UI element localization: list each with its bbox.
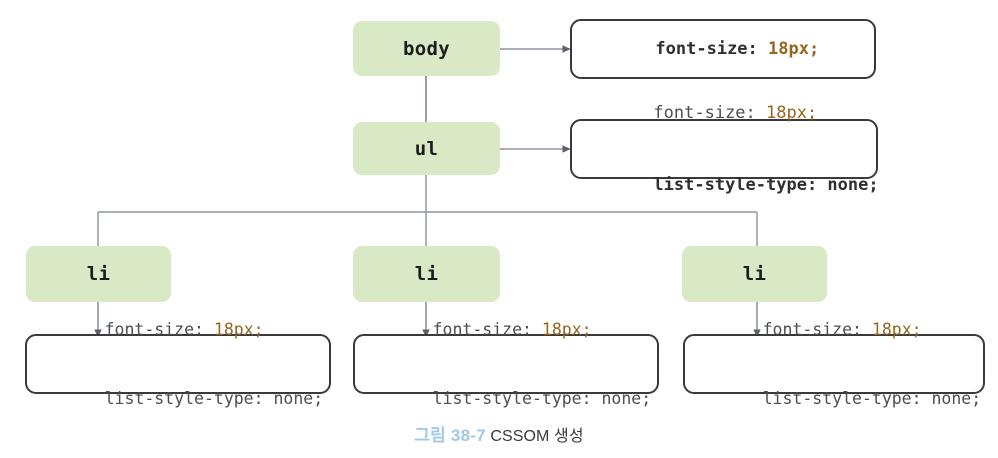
rule-property: font-size:	[104, 320, 214, 339]
rule-line: font-size: 18px;	[45, 295, 311, 364]
rule-line: font-size: 18px;	[703, 295, 965, 364]
rule-value: 18px	[766, 103, 807, 123]
rule-line: list-style-type: none;	[373, 364, 652, 433]
node-li-3[interactable]: li	[682, 246, 827, 302]
rulebox-ul[interactable]: font-size: 18px; list-style-type: none;	[570, 103, 879, 195]
rule-property: font-size:	[762, 320, 872, 339]
figure-number: 그림 38-7	[414, 426, 486, 445]
rulebox-body[interactable]: font-size: 18px;	[570, 19, 876, 79]
node-body[interactable]: body	[353, 21, 500, 76]
node-li-1[interactable]: li	[26, 246, 171, 302]
node-ul[interactable]: ul	[353, 122, 500, 175]
rule-terminator: ;	[808, 39, 820, 59]
rule-terminator: ;	[911, 320, 922, 339]
rule-property: font-size:	[432, 320, 542, 339]
rule-line: list-style-type: none;	[592, 149, 878, 221]
rule-property: font-size:	[653, 103, 767, 123]
rule-property: font-size:	[655, 39, 769, 59]
node-li-2[interactable]: li	[353, 246, 500, 302]
node-li-2-label: li	[414, 263, 439, 285]
rule-property: list-style-type:	[432, 389, 602, 408]
figure-caption: 그림 38-7 CSSOM 생성	[0, 421, 998, 446]
rule-value: 18px	[768, 39, 809, 59]
rule-value: 18px	[871, 320, 912, 339]
node-li-3-label: li	[742, 263, 767, 285]
rule-line: font-size: 18px;	[594, 13, 852, 85]
rule-line: font-size: 18px;	[373, 295, 639, 364]
rule-terminator: none;	[827, 175, 879, 195]
rule-terminator: ;	[806, 103, 818, 123]
rulebox-li-3[interactable]: font-size: 18px; list-style-type: none;	[683, 320, 985, 408]
rule-line: list-style-type: none;	[45, 364, 324, 433]
rule-terminator: none;	[273, 389, 324, 408]
figure-title: CSSOM 생성	[490, 428, 584, 445]
rulebox-li-2[interactable]: font-size: 18px; list-style-type: none;	[353, 320, 659, 408]
rule-terminator: none;	[931, 389, 982, 408]
rule-terminator: ;	[581, 320, 592, 339]
rule-line: font-size: 18px;	[592, 77, 856, 149]
rule-terminator: ;	[253, 320, 264, 339]
rule-terminator: none;	[601, 389, 652, 408]
node-body-label: body	[403, 37, 450, 60]
rule-value: 18px	[541, 320, 582, 339]
rule-property: list-style-type:	[653, 175, 828, 195]
node-ul-label: ul	[414, 137, 439, 160]
rule-property: list-style-type:	[104, 389, 274, 408]
rule-property: list-style-type:	[762, 389, 932, 408]
rulebox-li-1[interactable]: font-size: 18px; list-style-type: none;	[25, 320, 331, 408]
rule-value: 18px	[213, 320, 254, 339]
rule-line: list-style-type: none;	[703, 364, 982, 433]
node-li-1-label: li	[86, 263, 111, 285]
